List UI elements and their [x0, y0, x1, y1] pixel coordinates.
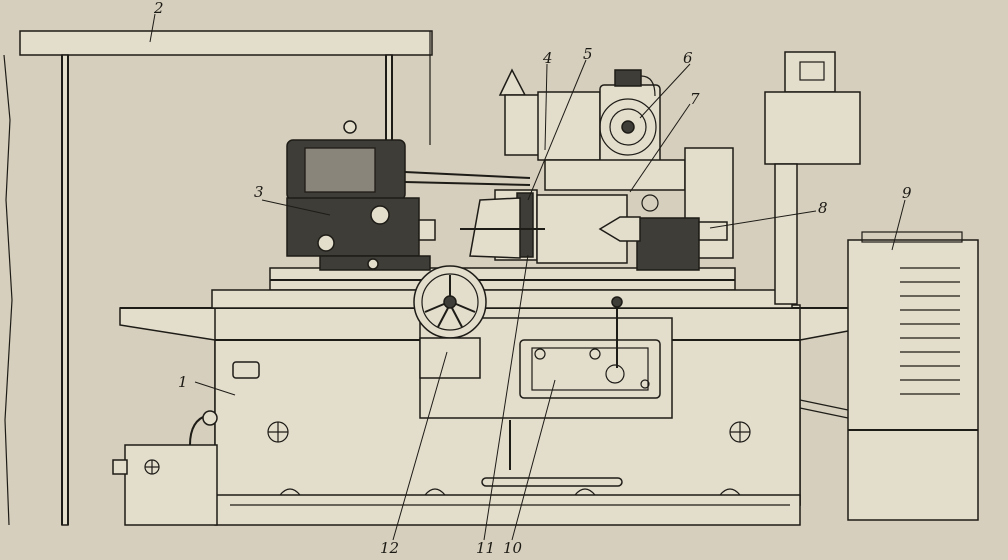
cooling-louvers	[900, 267, 960, 395]
callout-1: 1	[178, 373, 188, 391]
left-panel	[3, 54, 13, 526]
pump-unit	[112, 410, 218, 526]
callout-9: 9	[902, 184, 912, 202]
hand-wheel	[413, 265, 487, 379]
callout-labels: 1 2 3 4 5 6 7 8 9 10 11 12	[153, 0, 912, 557]
callout-2: 2	[153, 0, 164, 17]
callout-8: 8	[818, 199, 828, 217]
instrument-stand	[764, 51, 861, 305]
callout-4: 4	[542, 49, 553, 67]
tailstock	[598, 194, 728, 271]
callout-3: 3	[254, 183, 264, 201]
callout-6: 6	[683, 49, 693, 67]
workhead	[286, 120, 531, 271]
callout-5: 5	[583, 45, 593, 63]
overhead-frame	[19, 30, 433, 526]
wheel-head	[460, 68, 734, 264]
leader-lines	[149, 13, 906, 541]
callout-11: 11	[476, 539, 495, 557]
table	[211, 267, 793, 309]
coolant-unit	[799, 231, 979, 521]
callout-7: 7	[690, 90, 700, 108]
callout-12: 12	[380, 539, 399, 557]
callout-10: 10	[503, 539, 523, 557]
